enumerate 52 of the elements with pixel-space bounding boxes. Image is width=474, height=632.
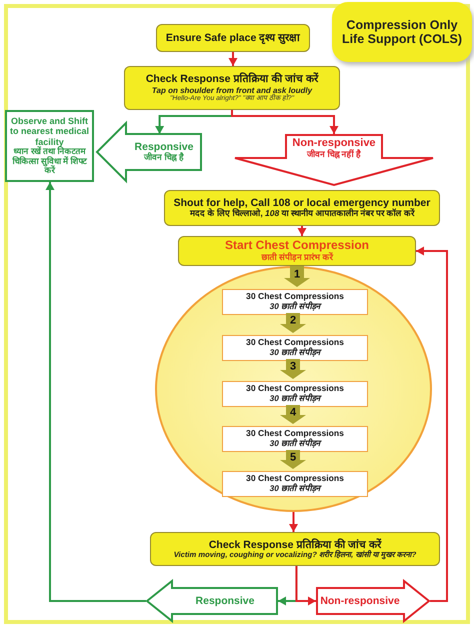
heading-text: Shout for help, Call 108 or local emergency number [174,197,430,210]
detail-text: जीवन चिह्न नहीं है [306,150,362,160]
block-arrow [284,266,310,287]
process-box [164,190,440,226]
step-number: 1 [294,269,300,280]
title-box [332,2,472,62]
detail-text: 30 छाती संपीड़न [270,439,320,449]
detail-text: ध्यान रखें तथा निकटतम चिकित्सा सुविधा में शिफ्ट करें [11,146,88,176]
arrow [295,566,316,606]
arrow [416,246,448,602]
arrow [46,182,146,602]
detail-text: 30 छाती संपीड़न [270,484,320,494]
step-number: 3 [290,362,296,372]
heading-text: 30 Chest Compressions [246,338,344,348]
step-number: 2 [290,316,296,326]
heading-text: 30 Chest Compressions [246,429,344,438]
detail-text: छाती संपीड़न प्रारंभ करें [261,253,333,263]
detail-text: Tap on shoulder from front and ask loudly [152,86,312,95]
detail-text: जीवन चिह्न है [144,153,184,163]
arrow [228,52,238,66]
process-box [178,236,416,266]
action-box [5,110,94,182]
heading-text: Responsive [196,594,254,608]
heading-text: Responsive [134,141,194,154]
heading-text: Check Response प्रतिक्रिया की जांच करें [208,538,382,551]
arrow [289,512,298,532]
step-box [222,289,368,315]
detail-text: 30 छाती संपीड़न [270,302,320,312]
heading-text: Check Response प्रतिक्रिया की जांच करें [146,73,318,86]
heading-text: Non-responsive [320,594,400,608]
heading-text: Ensure Safe place दृश्य सुरक्षा [166,32,300,44]
step-box [222,426,368,452]
step-box [222,381,368,407]
step-number: 5 [290,452,296,463]
arrow [298,226,306,236]
heading-text: Start Chest Compression [224,239,370,252]
heading-text: 30 Chest Compressions [246,292,344,302]
process-box [150,532,440,566]
step-box [222,471,368,497]
heading-text: Observe and Shift to nearest medical facility [9,116,90,147]
detail-text: 30 छाती संपीड़न [270,394,320,404]
process-box [124,66,340,110]
heading-text: 30 Chest Compressions [246,384,344,394]
detail-text: 30 छाती संपीड़न [270,348,320,358]
detail-text: मदद के लिए चिल्लाओ, 108 या स्थानीय आपातकालीन नंबर पर कॉल करें [190,209,414,219]
step-number: 4 [290,407,296,418]
arrow [231,110,338,134]
process-box [156,24,310,52]
step-box [222,335,368,361]
heading-text: 30 Chest Compressions [246,474,344,484]
heading-text: Compression Only Life Support (COLS) [340,18,464,46]
heading-text: Non-responsive [292,137,376,149]
